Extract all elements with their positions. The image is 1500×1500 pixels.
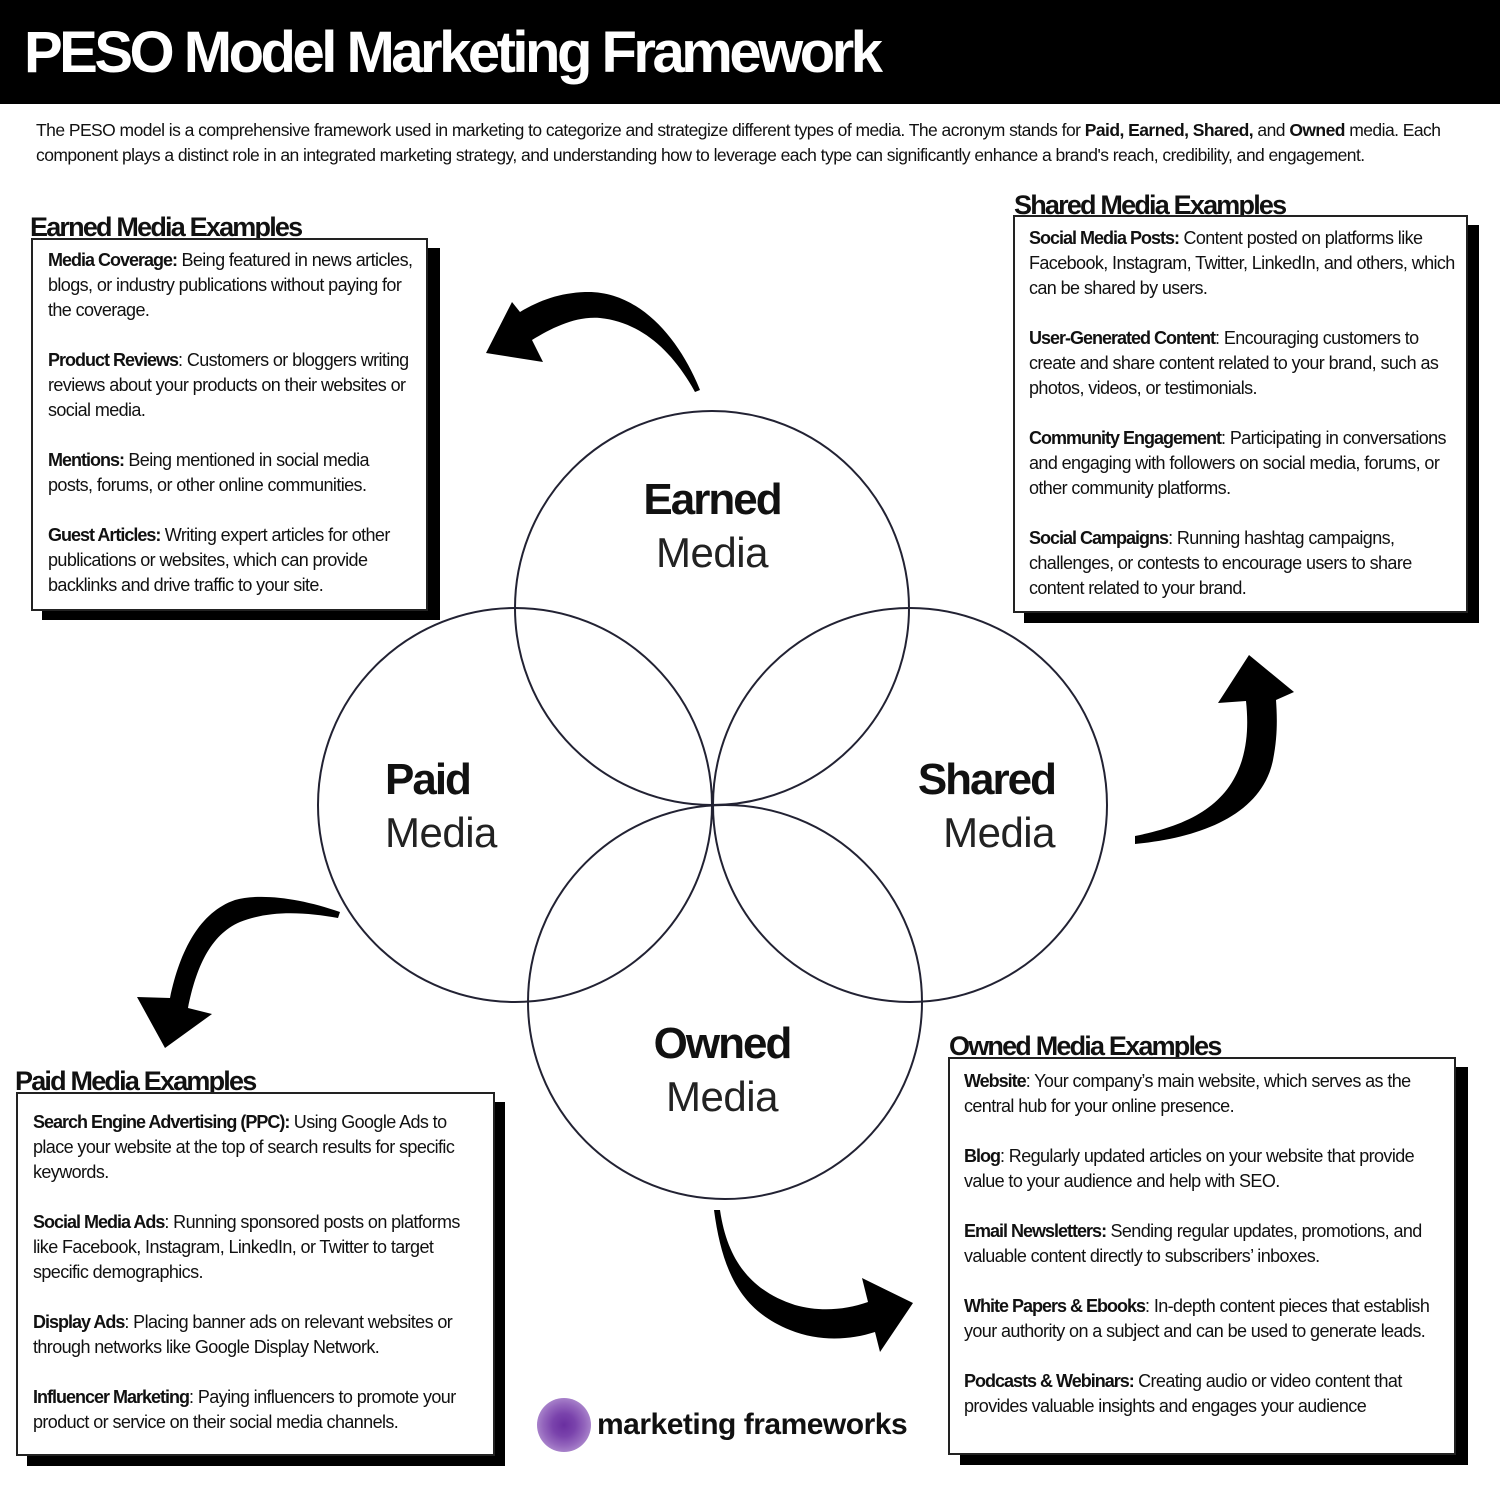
shared-item: User-Generated Content: Encouraging cust… — [1029, 326, 1460, 401]
earned-item-desc: Writing expert articles for other public… — [48, 525, 390, 595]
earned-item-term: Media Coverage: — [48, 250, 178, 270]
owned-circle-label: Owned Media — [622, 1022, 822, 1118]
owned-title: Owned — [653, 1019, 793, 1068]
owned-examples-title: Owned Media Examples — [949, 1031, 1222, 1061]
owned-examples-box: Website: Your company’s main website, wh… — [948, 1057, 1456, 1455]
paid-item: Social Media Ads: Running sponsored post… — [33, 1210, 487, 1285]
paid-subtitle: Media — [385, 809, 497, 856]
brand-footer: marketing frameworks — [537, 1398, 908, 1452]
intro-bold-last: Owned — [1289, 120, 1345, 140]
shared-item-desc: Content posted on platforms like Faceboo… — [1029, 228, 1455, 298]
owned-item-term: Email Newsletters: — [964, 1221, 1107, 1241]
shared-item-term: User-Generated Content — [1029, 328, 1216, 348]
earned-circle — [514, 410, 910, 806]
owned-item: Podcasts & Webinars: Creating audio or v… — [964, 1369, 1448, 1419]
owned-item-term: White Papers & Ebooks — [964, 1296, 1146, 1316]
shared-item-desc: : Encouraging customers to create and sh… — [1029, 328, 1439, 398]
earned-item-desc: : Customers or bloggers writing reviews … — [48, 350, 409, 420]
paid-circle — [317, 607, 713, 1003]
earned-examples-title: Earned Media Examples — [30, 212, 303, 242]
concentric-circles-logo-icon — [537, 1398, 591, 1452]
earned-examples-box: Media Coverage: Being featured in news a… — [31, 238, 428, 611]
owned-item-term: Blog — [964, 1146, 1001, 1166]
earned-item: Media Coverage: Being featured in news a… — [48, 248, 416, 323]
owned-item: Blog: Regularly updated articles on your… — [964, 1144, 1448, 1194]
shared-subtitle: Media — [943, 809, 1055, 856]
earned-circle-label: Earned Media — [612, 478, 812, 574]
shared-item: Social Campaigns: Running hashtag campai… — [1029, 526, 1460, 601]
paid-examples-box: Search Engine Advertising (PPC): Using G… — [16, 1092, 495, 1456]
paid-item: Influencer Marketing: Paying influencers… — [33, 1385, 487, 1435]
curved-arrow-down-icon — [137, 896, 340, 1048]
paid-item-term: Search Engine Advertising (PPC): — [33, 1112, 290, 1132]
owned-subtitle: Media — [666, 1073, 778, 1120]
shared-title: Shared — [917, 755, 1057, 804]
owned-item: Website: Your company’s main website, wh… — [964, 1069, 1448, 1119]
earned-title: Earned — [643, 475, 782, 524]
header-bar: PESO Model Marketing Framework — [0, 0, 1500, 104]
earned-item-term: Product Reviews — [48, 350, 179, 370]
shared-item-term: Social Media Posts: — [1029, 228, 1180, 248]
shared-item-desc: : Running hashtag campaigns, challenges,… — [1029, 528, 1412, 598]
owned-item-desc: : In-depth content pieces that establish… — [964, 1296, 1430, 1341]
intro-paragraph: The PESO model is a comprehensive framew… — [36, 118, 1466, 168]
owned-item-term: Podcasts & Webinars: — [964, 1371, 1135, 1391]
paid-examples-title: Paid Media Examples — [15, 1066, 257, 1096]
owned-item-desc: Creating audio or video content that pro… — [964, 1371, 1402, 1416]
shared-examples-box: Social Media Posts: Content posted on pl… — [1013, 215, 1468, 613]
page-title: PESO Model Marketing Framework — [24, 20, 883, 85]
paid-item: Display Ads: Placing banner ads on relev… — [33, 1310, 487, 1360]
intro-text-after: media. Each component plays a distinct r… — [36, 120, 1441, 165]
shared-item: Social Media Posts: Content posted on pl… — [1029, 226, 1460, 301]
paid-item-desc: Using Google Ads to place your website a… — [33, 1112, 455, 1182]
paid-item-desc: : Placing banner ads on relevant website… — [33, 1312, 453, 1357]
owned-item-desc: : Regularly updated articles on your web… — [964, 1146, 1415, 1191]
owned-circle — [527, 804, 923, 1200]
shared-item-desc: : Participating in conversations and eng… — [1029, 428, 1447, 498]
earned-item-term: Mentions: — [48, 450, 125, 470]
intro-text-before: The PESO model is a comprehensive framew… — [36, 120, 1085, 140]
earned-item: Mentions: Being mentioned in social medi… — [48, 448, 416, 498]
paid-item: Search Engine Advertising (PPC): Using G… — [33, 1110, 487, 1185]
intro-bold-terms: Paid, Earned, Shared, — [1084, 120, 1254, 140]
owned-item-desc: : Your company’s main website, which ser… — [964, 1071, 1411, 1116]
owned-item-term: Website — [964, 1071, 1027, 1091]
owned-item: Email Newsletters: Sending regular updat… — [964, 1219, 1448, 1269]
paid-item-term: Social Media Ads — [33, 1212, 165, 1232]
earned-item-term: Guest Articles: — [48, 525, 161, 545]
shared-item-term: Community Engagement — [1029, 428, 1222, 448]
paid-item-desc: : Running sponsored posts on platforms l… — [33, 1212, 460, 1282]
intro-text-and: and — [1253, 120, 1290, 140]
paid-item-term: Display Ads — [33, 1312, 125, 1332]
paid-circle-label: Paid Media — [385, 758, 497, 854]
earned-item-desc: Being mentioned in social media posts, f… — [48, 450, 370, 495]
brand-name: marketing frameworks — [597, 1408, 908, 1441]
paid-item-desc: : Paying influencers to promote your pro… — [33, 1387, 456, 1432]
earned-item-desc: Being featured in news articles, blogs, … — [48, 250, 413, 320]
curved-arrow-left-icon — [486, 291, 700, 392]
paid-title: Paid — [385, 755, 472, 804]
paid-item-term: Influencer Marketing — [33, 1387, 190, 1407]
earned-item: Product Reviews: Customers or bloggers w… — [48, 348, 416, 423]
earned-subtitle: Media — [656, 529, 768, 576]
shared-item: Community Engagement: Participating in c… — [1029, 426, 1460, 501]
owned-item: White Papers & Ebooks: In-depth content … — [964, 1294, 1448, 1344]
curved-arrow-up-icon — [1135, 655, 1294, 844]
shared-item-term: Social Campaigns — [1029, 528, 1169, 548]
curved-arrow-right-icon — [714, 1210, 913, 1352]
owned-item-desc: Sending regular updates, promotions, and… — [964, 1221, 1422, 1266]
earned-item: Guest Articles: Writing expert articles … — [48, 523, 416, 598]
shared-circle-label: Shared Media — [880, 755, 1057, 856]
